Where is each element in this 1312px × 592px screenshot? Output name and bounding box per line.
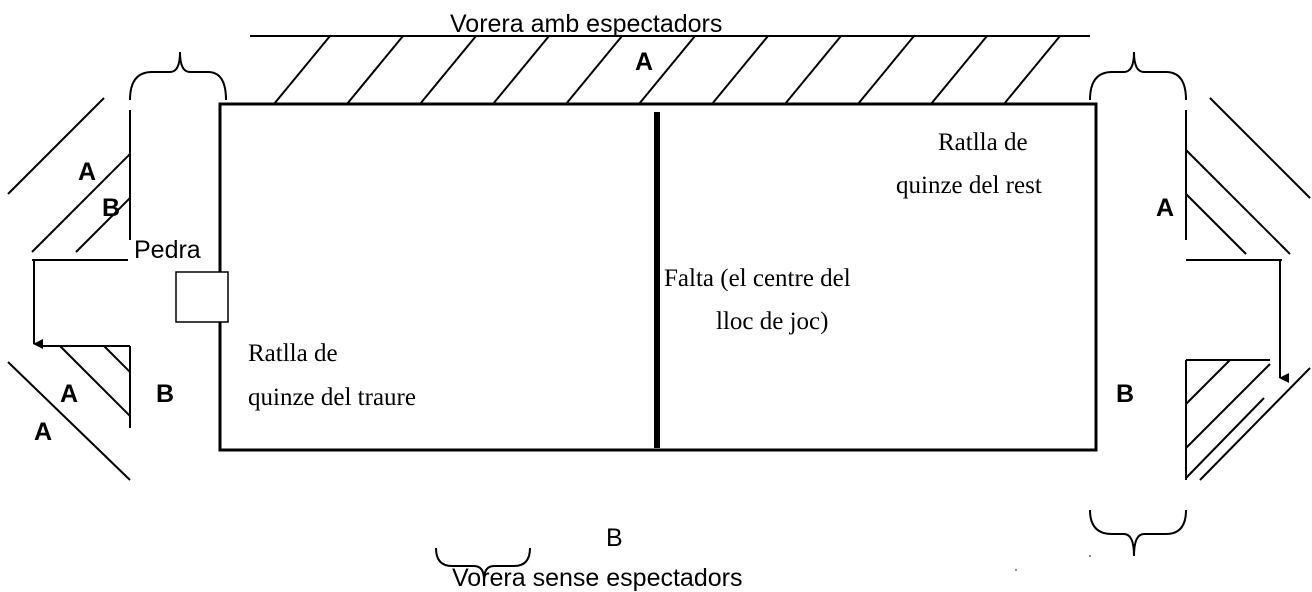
bottom-letter-b: B — [606, 524, 623, 552]
serve-line-label-1: Ratlla de — [248, 340, 338, 367]
dot-mark — [1089, 555, 1091, 557]
right-lower-area — [1185, 359, 1311, 481]
left-upper-letter-b: B — [102, 194, 120, 222]
rest-line-label-2: quinze del rest — [896, 172, 1042, 199]
left-lower-letter-a-1: A — [60, 380, 78, 408]
left-upper-area — [7, 97, 131, 349]
stone-label: Pedra — [134, 236, 201, 264]
dot-mark — [1015, 569, 1017, 571]
top-wall-letter-a: A — [635, 48, 653, 76]
fault-label-2: lloc de joc) — [716, 308, 828, 335]
right-lower-letter-b: B — [1116, 380, 1134, 408]
stone-marker — [175, 271, 229, 323]
bottom-small-brace — [435, 547, 531, 581]
bottom-wall-label: Vorera sense espectadors — [452, 564, 742, 592]
right-upper-letter-a: A — [1156, 194, 1174, 222]
left-lower-letter-a-2: A — [34, 418, 52, 446]
serve-line-label-2: quinze del traure — [248, 384, 416, 411]
top-wall-label: Vorera amb espectadors — [450, 10, 722, 38]
left-lower-letter-b: B — [156, 380, 174, 408]
right-bottom-brace — [1089, 509, 1187, 557]
fault-label-1: Falta (el centre del — [664, 265, 851, 292]
top-wall — [250, 35, 1090, 105]
right-upper-area — [1185, 97, 1311, 383]
left-lower-area — [7, 345, 131, 481]
left-top-brace — [129, 51, 227, 101]
left-upper-letter-a: A — [78, 158, 96, 186]
top-wall-hatching — [273, 35, 1061, 105]
right-top-brace — [1089, 51, 1187, 101]
rest-line-label-1: Ratlla de — [938, 129, 1028, 156]
